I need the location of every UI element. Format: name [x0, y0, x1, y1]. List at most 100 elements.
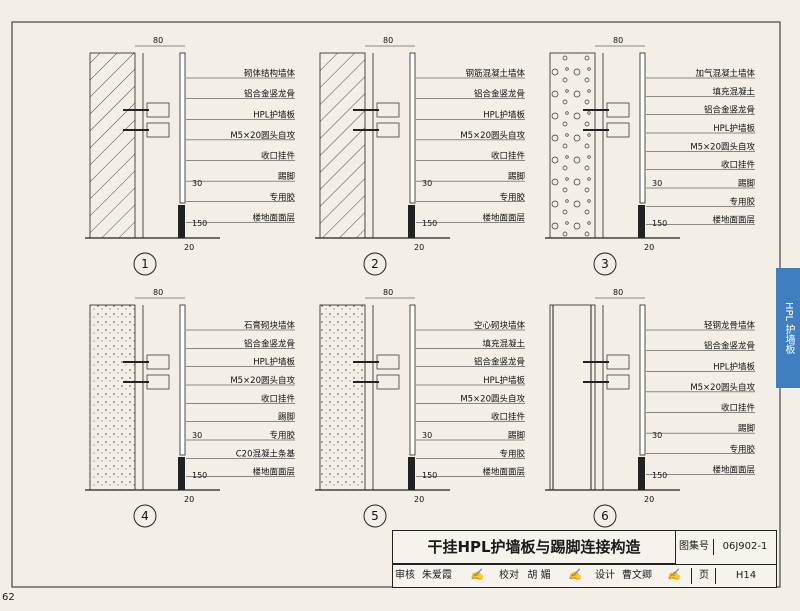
callout-label: HPL护墙板: [253, 109, 295, 120]
callout-label: 轻钢龙骨墙体: [704, 320, 756, 331]
hpl-panel: [409, 304, 416, 456]
callout-label: M5×20圆头自攻: [690, 382, 755, 393]
hpl-panel: [409, 52, 416, 204]
atlas-number: 06J902-1: [713, 539, 776, 555]
dim-width: 80: [613, 288, 623, 297]
callout-label: 专用胶: [499, 448, 525, 459]
callout-label: 专用胶: [269, 430, 295, 441]
detail-number-circle: [363, 504, 387, 528]
callout-label: M5×20圆头自攻: [230, 375, 295, 386]
check-label: 校对: [499, 570, 519, 581]
callout-label: HPL护墙板: [483, 109, 525, 120]
bracket: [146, 354, 170, 370]
callout-label: 填充混凝土: [482, 338, 525, 349]
dim-height: 150: [192, 219, 207, 228]
callout-label: 踢脚: [508, 171, 525, 182]
dim-gap: 30: [192, 179, 202, 188]
wall-section: [549, 304, 596, 491]
detail-number: 4: [141, 509, 149, 523]
detail-number: 3: [601, 257, 609, 271]
bracket: [606, 374, 630, 390]
bracket: [606, 102, 630, 118]
detail-number: 5: [371, 509, 379, 523]
callout-label: M5×20圆头自攻: [460, 393, 525, 404]
callout-label: 砌体结构墙体: [244, 68, 296, 79]
callout-label: 楼地面面层: [482, 467, 525, 478]
bracket: [146, 102, 170, 118]
callout-label: M5×20圆头自攻: [460, 130, 525, 141]
wall-section: [89, 52, 136, 239]
wall-section: [319, 304, 366, 491]
bracket: [606, 354, 630, 370]
bracket: [376, 122, 400, 138]
detail-number-circle: [593, 504, 617, 528]
wall-section: [319, 52, 366, 239]
designer-name: 曹文卿: [622, 570, 652, 581]
dim-width: 80: [613, 36, 623, 45]
callout-label: 石膏砌块墙体: [244, 320, 296, 331]
checker-signature: ✍: [568, 568, 582, 581]
detail-number-circle: [593, 252, 617, 276]
detail-number: 1: [141, 257, 149, 271]
bracket: [606, 122, 630, 138]
hpl-panel: [179, 52, 186, 204]
detail-2: 803015020钢筋混凝土墙体铝合金竖龙骨HPL护墙板M5×20圆头自攻收口挂…: [315, 36, 526, 276]
bracket: [376, 374, 400, 390]
bracket: [146, 374, 170, 390]
drawing-title: 干挂HPL护墙板与踢脚连接构造: [393, 531, 676, 564]
detail-5: 803015020空心砌块墙体填充混凝土铝合金竖龙骨HPL护墙板M5×20圆头自…: [315, 288, 525, 528]
dim-gap: 30: [422, 179, 432, 188]
review-label: 审核: [395, 570, 415, 581]
callout-label: 收口挂件: [261, 151, 296, 162]
page-code: H14: [715, 568, 776, 584]
detail-number: 2: [371, 257, 379, 271]
atlas-label: 图集号: [679, 541, 709, 552]
reviewer-signature: ✍: [470, 568, 484, 581]
detail-number-circle: [133, 504, 157, 528]
callout-label: 铝合金竖龙骨: [244, 338, 295, 349]
dim-height: 150: [192, 471, 207, 480]
dim-gap: 30: [192, 431, 202, 440]
callout-label: 楼地面面层: [712, 215, 755, 226]
callout-label: 楼地面面层: [252, 212, 295, 223]
dim-base: 20: [414, 243, 424, 252]
skirting: [408, 205, 415, 238]
callout-label: 收口挂件: [261, 393, 296, 404]
callout-label: 踢脚: [278, 412, 295, 423]
callout-label: 收口挂件: [491, 151, 526, 162]
hpl-panel: [639, 304, 646, 456]
designer-signature: ✍: [667, 568, 681, 581]
dim-base: 20: [414, 495, 424, 504]
callout-label: C20混凝土条基: [236, 448, 296, 459]
callout-label: 收口挂件: [721, 160, 756, 171]
callout-label: 楼地面面层: [482, 212, 525, 223]
dim-base: 20: [184, 243, 194, 252]
wall-section: [89, 304, 136, 491]
callout-label: 楼地面面层: [712, 464, 755, 475]
callout-label: 专用胶: [729, 196, 755, 207]
detail-4: 803015020石膏砌块墙体铝合金竖龙骨HPL护墙板M5×20圆头自攻收口挂件…: [85, 288, 296, 528]
dim-gap: 30: [652, 431, 662, 440]
callout-label: 填充混凝土: [712, 86, 755, 97]
checker-name: 胡 媚: [527, 570, 551, 581]
callout-label: HPL护墙板: [713, 361, 755, 372]
dim-width: 80: [383, 288, 393, 297]
hpl-panel: [179, 304, 186, 456]
callout-label: 钢筋混凝土墙体: [465, 68, 525, 79]
callout-label: 铝合金竖龙骨: [474, 89, 525, 100]
callout-label: M5×20圆头自攻: [230, 130, 295, 141]
dim-width: 80: [153, 288, 163, 297]
callout-label: HPL护墙板: [483, 375, 525, 386]
callout-label: 楼地面面层: [252, 467, 295, 478]
dim-gap: 30: [422, 431, 432, 440]
callout-label: 收口挂件: [721, 403, 756, 414]
dim-height: 150: [422, 471, 437, 480]
detail-6: 803015020轻钢龙骨墙体铝合金竖龙骨HPL护墙板M5×20圆头自攻收口挂件…: [545, 288, 756, 528]
skirting: [638, 457, 645, 490]
detail-number-circle: [363, 252, 387, 276]
bracket: [146, 122, 170, 138]
dim-width: 80: [383, 36, 393, 45]
dim-height: 150: [652, 471, 667, 480]
